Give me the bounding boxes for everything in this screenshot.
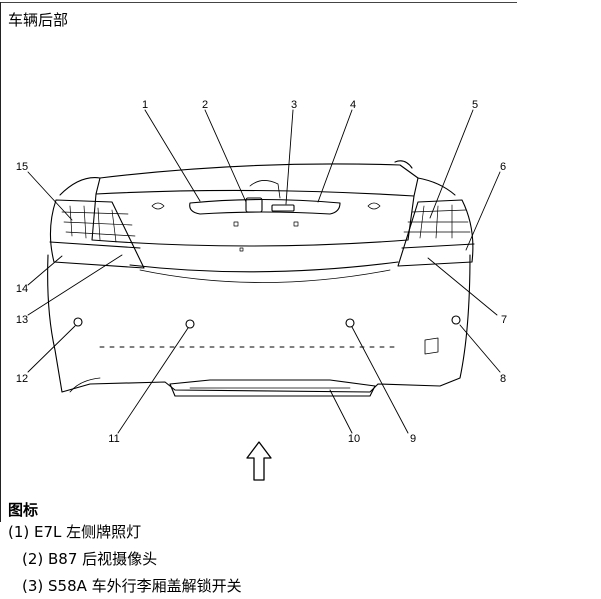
callout-13: 13 (16, 314, 28, 326)
rear-bumper-outline (47, 254, 471, 393)
park-sensor-right-outer (451, 315, 461, 325)
callout-10: 10 (348, 433, 360, 445)
callout-9: 9 (410, 433, 416, 445)
callout-1: 1 (142, 99, 148, 111)
callout-3: 3 (291, 99, 297, 111)
up-arrow-icon (246, 441, 272, 481)
rear-camera-housing (245, 197, 263, 213)
license-lamp-bar (189, 198, 341, 215)
park-sensor-left-outer (73, 317, 83, 327)
callout-12: 12 (16, 373, 28, 385)
page-title: 车辆后部 (8, 11, 69, 29)
callout-4: 4 (350, 99, 356, 111)
park-sensor-left-inner (185, 319, 195, 329)
legend-item: (2) B87 后视摄像头 (22, 550, 158, 568)
park-sensor-right-inner (345, 318, 355, 328)
callout-5: 5 (472, 99, 478, 111)
vehicle-rear-diagram: 1 2 3 4 5 6 7 8 9 10 11 12 13 14 15 (16, 99, 507, 481)
callout-7: 7 (501, 314, 507, 326)
left-rule (0, 2, 1, 522)
callout-2: 2 (202, 99, 208, 111)
callout-11: 11 (108, 433, 119, 445)
rear-fascia-handle (169, 379, 376, 397)
callout-14: 14 (16, 283, 28, 295)
trunk-lid-outline (91, 177, 419, 247)
callout-15: 15 (16, 161, 28, 173)
legend-heading: 图标 (8, 501, 39, 519)
rear-window-outline (99, 163, 419, 179)
callout-8: 8 (500, 373, 506, 385)
callout-6: 6 (500, 161, 506, 173)
right-tail-lamp (397, 199, 474, 267)
top-rule (0, 2, 517, 3)
legend-item: (3) S58A 车外行李厢盖解锁开关 (22, 577, 242, 595)
legend-item: (1) E7L 左侧牌照灯 (8, 523, 142, 541)
